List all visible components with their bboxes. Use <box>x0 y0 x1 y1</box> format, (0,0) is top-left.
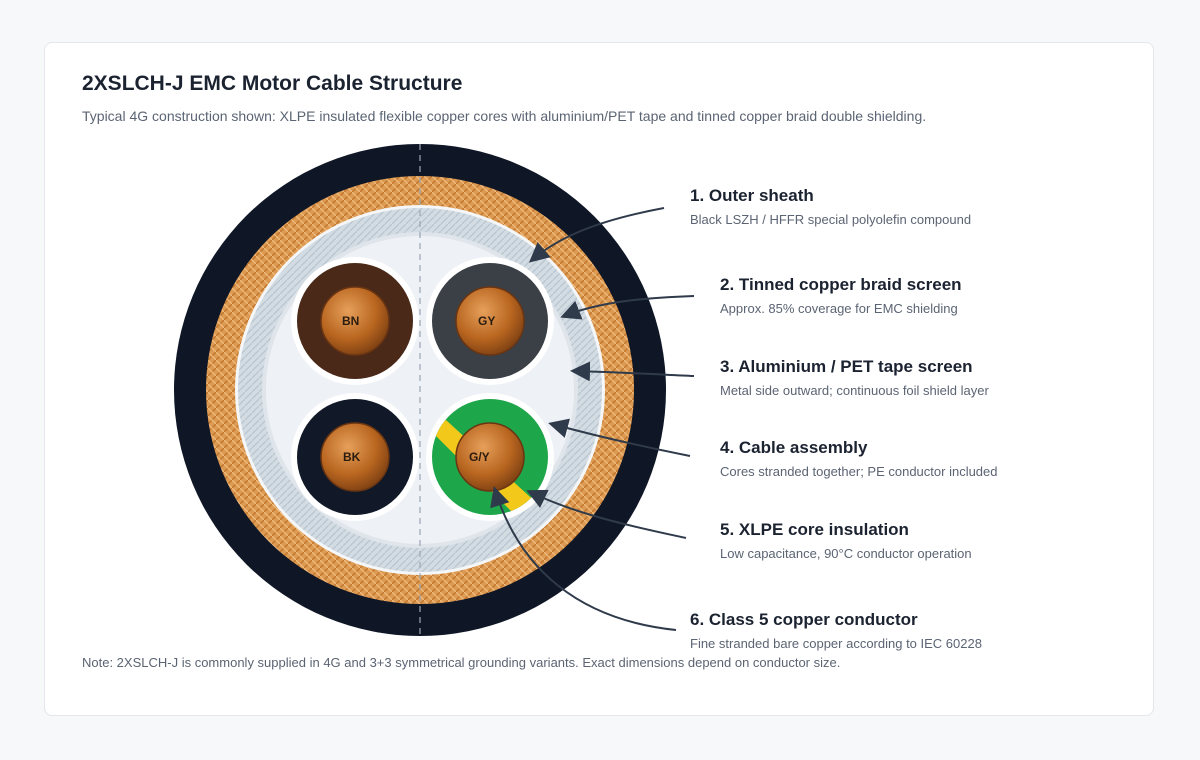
core-tag-gy: GY <box>478 314 495 328</box>
label-core-insulation: 5. XLPE core insulation Low capacitance,… <box>720 520 972 561</box>
label-copper-conductor: 6. Class 5 copper conductor Fine strande… <box>690 610 982 651</box>
label-description: Black LSZH / HFFR special polyolefin com… <box>690 212 972 227</box>
label-heading: 3. Aluminium / PET tape screen <box>720 357 973 376</box>
label-description: Approx. 85% coverage for EMC shielding <box>720 301 958 316</box>
page-title: 2XSLCH-J EMC Motor Cable Structure <box>82 72 463 95</box>
label-description: Fine stranded bare copper according to I… <box>690 636 982 651</box>
core-tag-bk: BK <box>343 450 361 464</box>
label-heading: 1. Outer sheath <box>690 186 814 205</box>
core-bk: BK <box>291 393 419 521</box>
footnote: Note: 2XSLCH-J is commonly supplied in 4… <box>82 655 841 670</box>
leader-braid <box>560 295 695 320</box>
leader-foil <box>570 361 695 382</box>
core-bn: BN <box>291 257 419 385</box>
label-heading: 5. XLPE core insulation <box>720 520 909 539</box>
label-heading: 4. Cable assembly <box>720 438 868 457</box>
label-braid-screen: 2. Tinned copper braid screen Approx. 85… <box>720 275 962 316</box>
leader-insulation <box>526 489 687 539</box>
leader-assembly <box>548 418 691 457</box>
leader-outer-sheath <box>528 207 665 263</box>
core-gy: GY <box>426 257 554 385</box>
label-foil-screen: 3. Aluminium / PET tape screen Metal sid… <box>720 357 989 398</box>
label-cable-assembly: 4. Cable assembly Cores stranded togethe… <box>720 438 998 479</box>
core-tag-bn: BN <box>342 314 359 328</box>
label-heading: 2. Tinned copper braid screen <box>720 275 962 294</box>
leader-conductor <box>490 486 677 631</box>
core-tag-ge: G/Y <box>469 450 490 464</box>
label-description: Low capacitance, 90°C conductor operatio… <box>720 546 972 561</box>
label-description: Metal side outward; continuous foil shie… <box>720 383 989 398</box>
label-outer-sheath: 1. Outer sheath Black LSZH / HFFR specia… <box>690 186 971 227</box>
core-gy-earth: G/Y <box>426 393 554 521</box>
page-subtitle: Typical 4G construction shown: XLPE insu… <box>82 108 927 124</box>
label-description: Cores stranded together; PE conductor in… <box>720 464 998 479</box>
label-heading: 6. Class 5 copper conductor <box>690 610 918 629</box>
